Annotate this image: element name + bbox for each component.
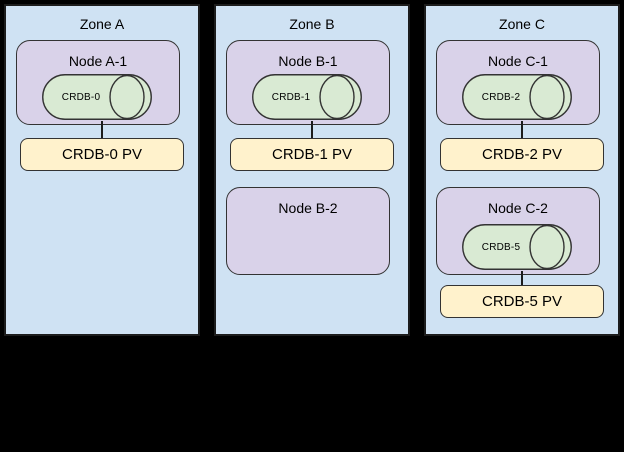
node-b2-label: Node B-2 xyxy=(278,200,338,216)
connector-line xyxy=(521,121,523,140)
node-b1-box: Node B-1 CRDB-1 xyxy=(226,40,390,125)
crdb-5-pv-label: CRDB-5 PV xyxy=(481,293,563,310)
crdb-1-pv-label: CRDB-1 PV xyxy=(271,146,353,163)
crdb-5-label: CRDB-5 xyxy=(481,241,521,253)
node-c1-box: Node C-1 CRDB-2 xyxy=(436,40,600,125)
cylinder-icon xyxy=(462,224,572,270)
crdb-2-cylinder: CRDB-2 xyxy=(462,74,572,120)
zone-c-box: Zone C Node C-1 CRDB-2 CRDB-2 PV Node C-… xyxy=(424,4,620,336)
zone-b-title: Zone B xyxy=(289,16,335,32)
crdb-0-pv-box: CRDB-0 PV xyxy=(20,138,184,171)
cylinder-icon xyxy=(252,74,362,120)
zone-a-box: Zone A Node A-1 CRDB-0 CRDB-0 PV xyxy=(4,4,200,336)
connector-line xyxy=(521,271,523,287)
crdb-5-pv-box: CRDB-5 PV xyxy=(440,285,604,318)
node-c2-box: Node C-2 CRDB-5 xyxy=(436,187,600,275)
crdb-0-label: CRDB-0 xyxy=(61,91,101,103)
node-c1-label: Node C-1 xyxy=(488,53,548,69)
zone-a-title: Zone A xyxy=(79,16,125,32)
node-b1-label: Node B-1 xyxy=(278,53,338,69)
crdb-2-pv-box: CRDB-2 PV xyxy=(440,138,604,171)
node-a1-box: Node A-1 CRDB-0 xyxy=(16,40,180,125)
crdb-2-label: CRDB-2 xyxy=(481,91,521,103)
crdb-1-label: CRDB-1 xyxy=(271,91,311,103)
crdb-0-cylinder: CRDB-0 xyxy=(42,74,152,120)
cylinder-icon xyxy=(42,74,152,120)
node-b2-box: Node B-2 xyxy=(226,187,390,275)
crdb-2-pv-label: CRDB-2 PV xyxy=(481,146,563,163)
connector-line xyxy=(101,121,103,140)
crdb-0-pv-label: CRDB-0 PV xyxy=(61,146,143,163)
connector-line xyxy=(311,121,313,140)
cylinder-icon xyxy=(462,74,572,120)
crdb-1-pv-box: CRDB-1 PV xyxy=(230,138,394,171)
crdb-1-cylinder: CRDB-1 xyxy=(252,74,362,120)
zone-c-title: Zone C xyxy=(499,16,545,32)
crdb-5-cylinder: CRDB-5 xyxy=(462,224,572,270)
node-a1-label: Node A-1 xyxy=(68,53,128,69)
zone-b-box: Zone B Node B-1 CRDB-1 CRDB-1 PV Node B-… xyxy=(214,4,410,336)
node-c2-label: Node C-2 xyxy=(488,200,548,216)
